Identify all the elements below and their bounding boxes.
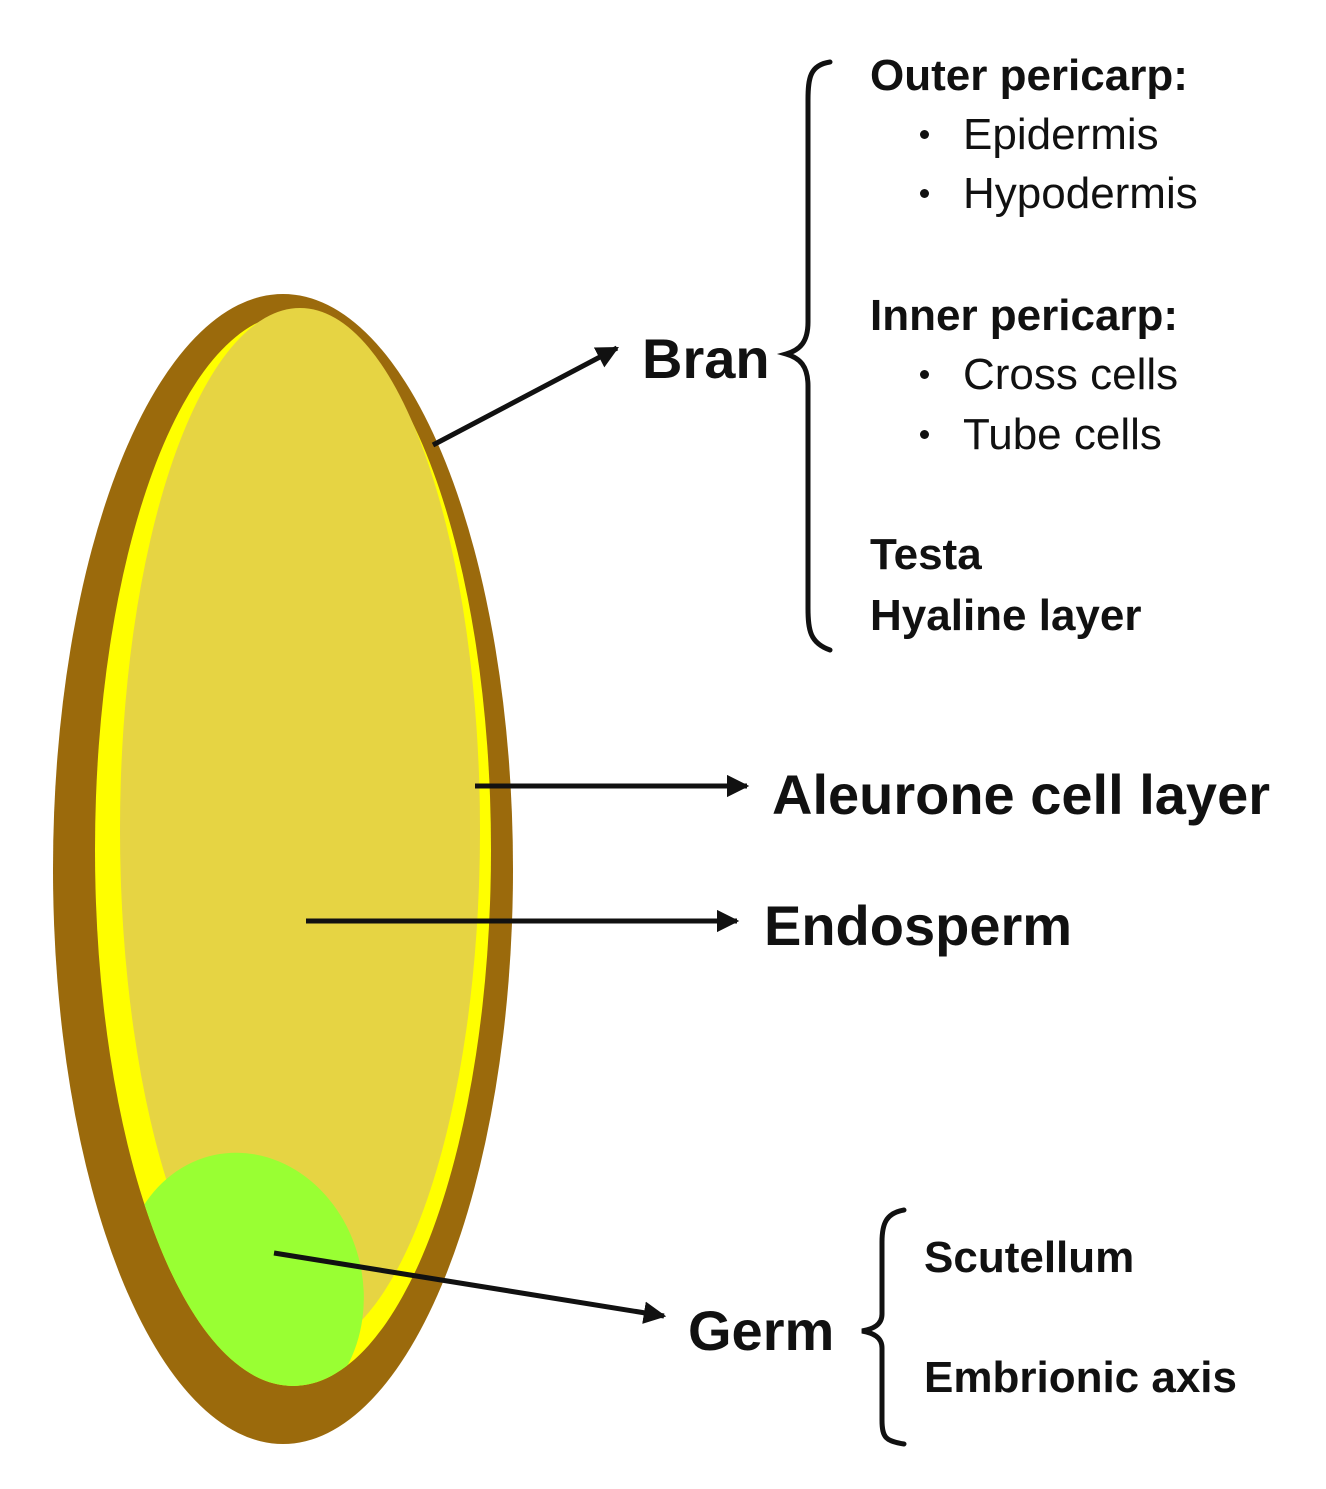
bran-detail-item: Epidermis	[920, 113, 1159, 157]
tube-cells-text: Tube cells	[963, 410, 1162, 459]
bran-detail-item: Hypodermis	[920, 172, 1198, 216]
bran-arrow	[431, 345, 619, 448]
inner-pericarp-heading: Inner pericarp:	[870, 291, 1179, 340]
cross-cells-text: Cross cells	[963, 350, 1179, 399]
epidermis-text: Epidermis	[963, 110, 1159, 159]
hyaline-layer-text: Hyaline layer	[870, 591, 1142, 640]
endosperm-region	[120, 308, 480, 1352]
endosperm-label: Endosperm	[764, 894, 1073, 957]
scutellum-text: Scutellum	[924, 1233, 1135, 1282]
germ-label: Germ	[688, 1299, 835, 1362]
hypodermis-text: Hypodermis	[963, 169, 1198, 218]
bran-detail-item: Cross cells	[920, 353, 1178, 397]
bran-label: Bran	[642, 327, 770, 390]
bran-detail-item: Tube cells	[920, 413, 1162, 457]
testa-text: Testa	[870, 530, 982, 579]
bullet-icon	[920, 429, 929, 439]
bran-brace	[776, 59, 833, 653]
outer-pericarp-heading: Outer pericarp:	[870, 51, 1188, 100]
aleurone-label: Aleurone cell layer	[772, 763, 1271, 826]
bullet-icon	[920, 369, 929, 379]
bullet-icon	[920, 188, 929, 198]
germ-arrow	[273, 1250, 667, 1324]
embrionic-axis-text: Embrionic axis	[924, 1353, 1238, 1402]
bullet-icon	[920, 129, 929, 139]
germ-brace	[861, 1207, 907, 1447]
